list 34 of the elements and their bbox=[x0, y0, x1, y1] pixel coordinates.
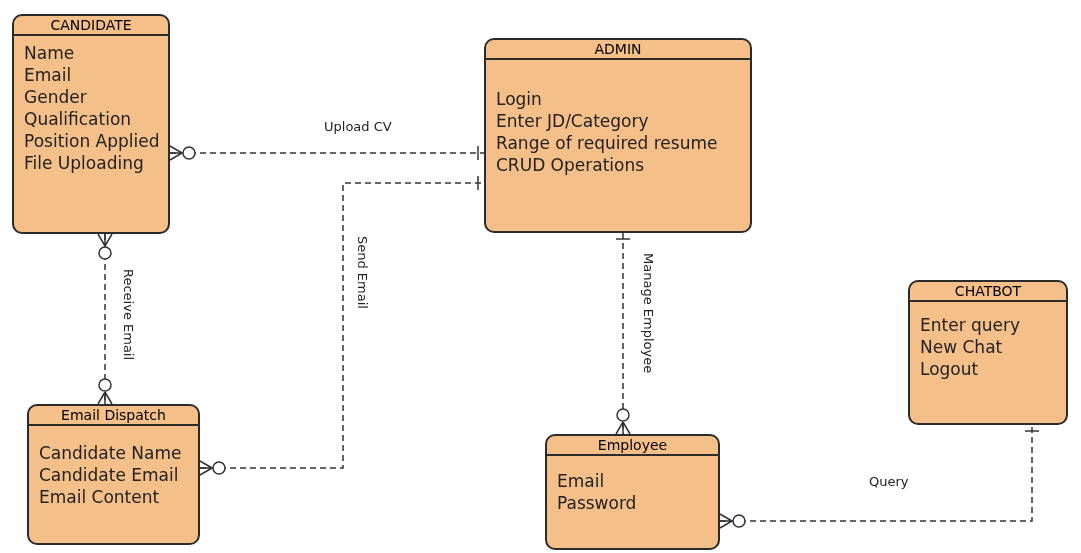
attribute-text: Name bbox=[24, 42, 75, 64]
entity-box bbox=[908, 280, 1068, 425]
attribute-text: Password bbox=[557, 492, 637, 514]
entity-box bbox=[12, 14, 170, 234]
attribute-text: New Chat bbox=[920, 336, 1003, 358]
attribute-text: Position Applied bbox=[24, 130, 160, 152]
connector bbox=[97, 233, 113, 405]
attribute-text: Logout bbox=[920, 358, 979, 380]
attribute-text: CRUD Operations bbox=[496, 154, 645, 176]
connector bbox=[169, 145, 485, 161]
entity-box bbox=[484, 38, 752, 233]
attribute-text: Email Content bbox=[39, 486, 160, 508]
entity-box bbox=[27, 404, 200, 545]
attribute-text: Enter query bbox=[920, 314, 1021, 336]
attribute-text: File Uploading bbox=[24, 152, 144, 174]
entity-title: CANDIDATE bbox=[50, 16, 132, 34]
attribute-text: Gender bbox=[24, 86, 87, 108]
entity-title: ADMIN bbox=[594, 40, 642, 58]
edge-label: Upload CV bbox=[323, 118, 393, 135]
connector bbox=[615, 232, 631, 435]
entity-title: Email Dispatch bbox=[61, 406, 166, 424]
entity-title: Employee bbox=[597, 436, 668, 454]
attribute-text: Email bbox=[24, 64, 72, 86]
entity-box bbox=[545, 434, 720, 550]
attribute-text: Login bbox=[496, 88, 542, 110]
attribute-text: Range of required resume bbox=[496, 132, 718, 154]
edge-label: Manage Employee bbox=[640, 252, 657, 375]
attribute-text: Qualification bbox=[24, 108, 132, 130]
entity-title: CHATBOT bbox=[954, 282, 1022, 300]
connector bbox=[719, 424, 1040, 529]
attribute-text: Email bbox=[557, 470, 605, 492]
attribute-text: Candidate Email bbox=[39, 464, 179, 486]
attribute-text: Candidate Name bbox=[39, 442, 182, 464]
attribute-text: Enter JD/Category bbox=[496, 110, 649, 132]
